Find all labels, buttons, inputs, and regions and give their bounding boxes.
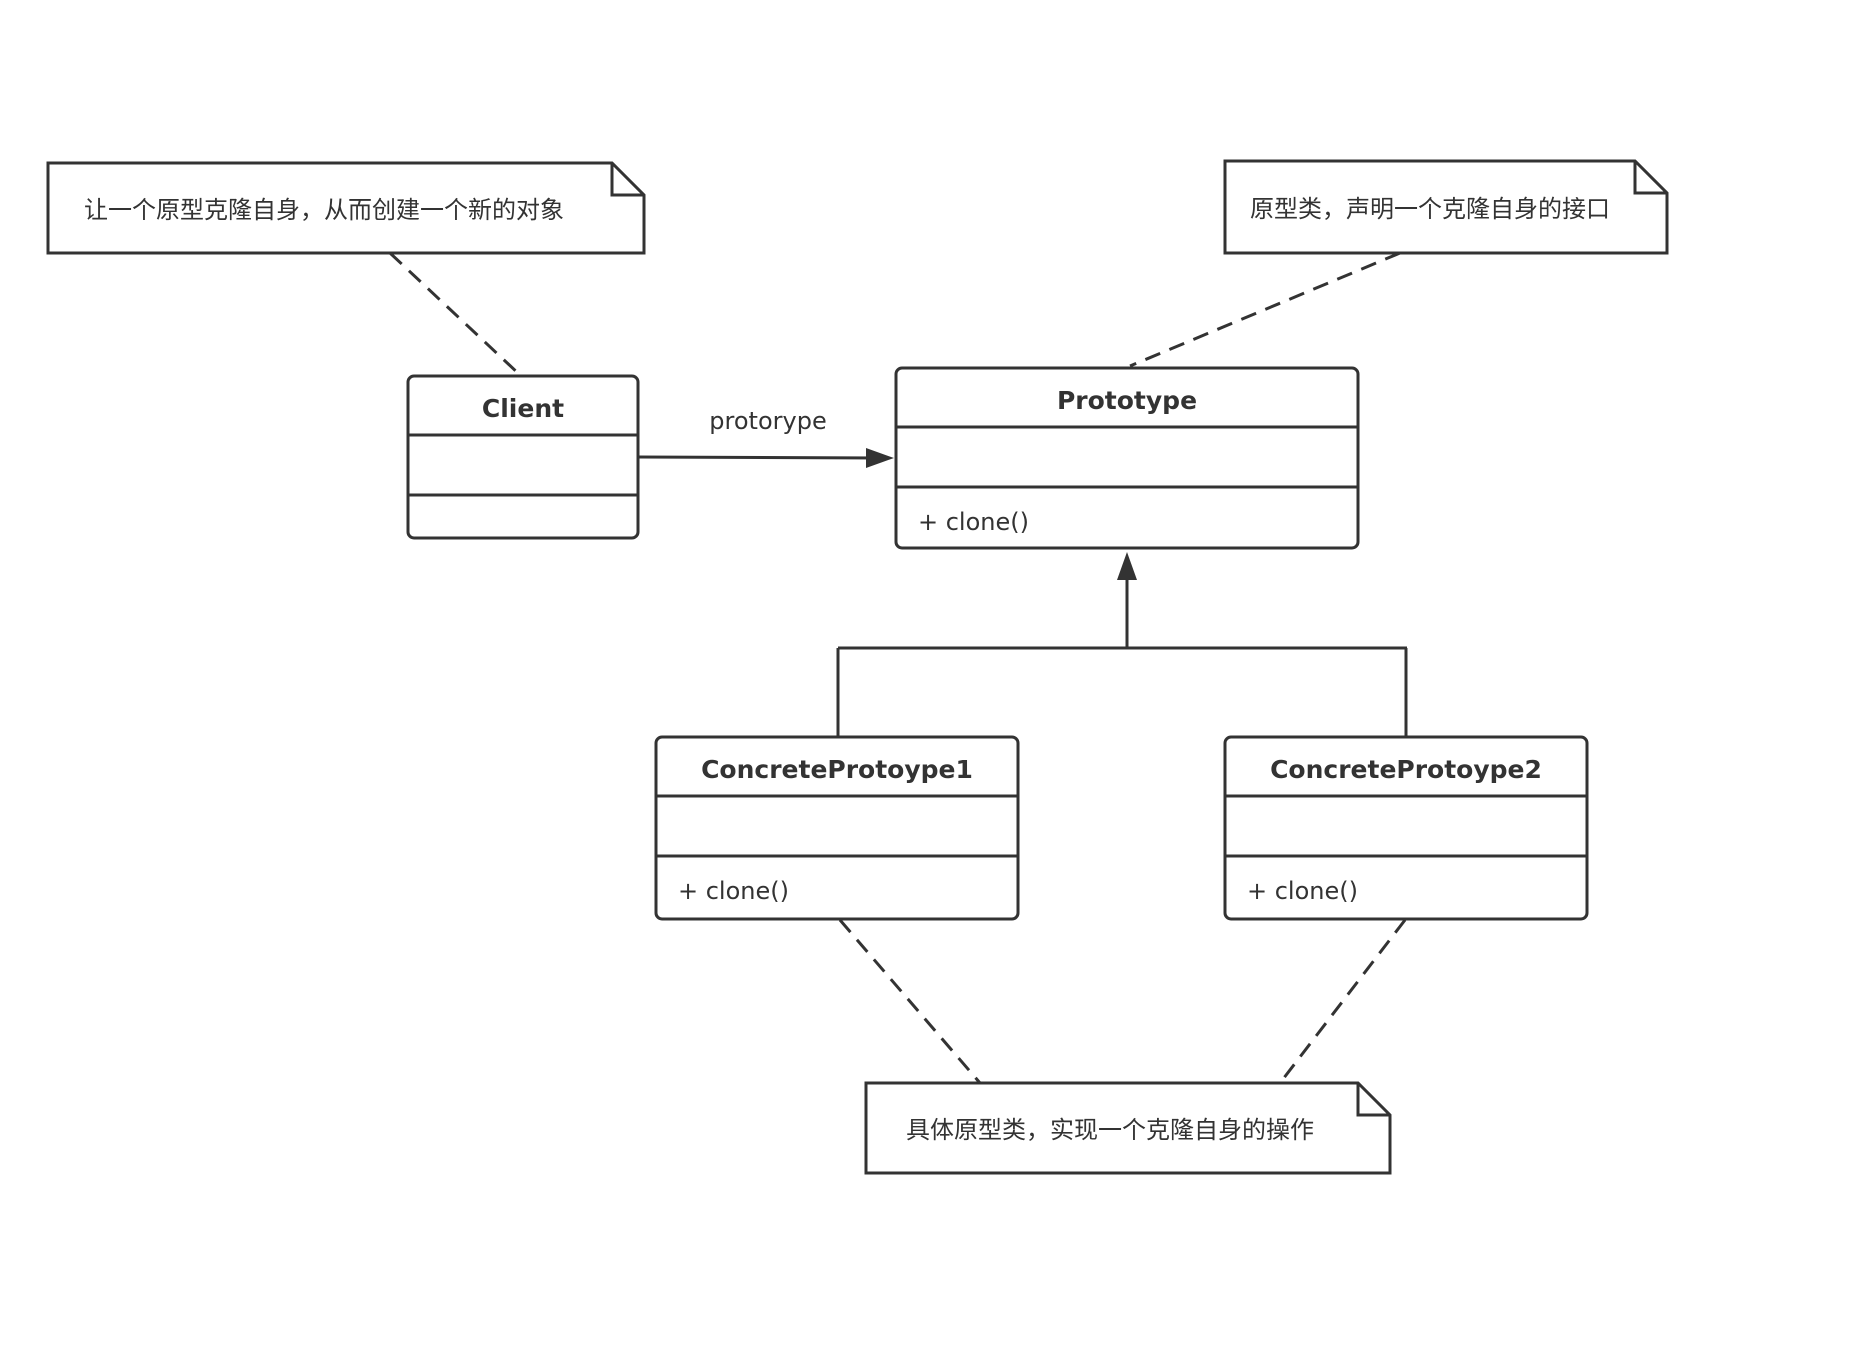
note-link-client [388, 251, 522, 377]
class-prototype-method: + clone() [918, 508, 1029, 536]
note-client-text: 让一个原型克隆自身，从而创建一个新的对象 [84, 196, 564, 224]
note-link-concrete2 [1278, 919, 1407, 1084]
note-prototype-text: 原型类，声明一个克隆自身的接口 [1250, 195, 1610, 223]
association-arrowhead [866, 448, 894, 468]
generalization-tree [836, 552, 1408, 737]
generalization-arrowhead [1117, 552, 1137, 580]
note-client: 让一个原型克隆自身，从而创建一个新的对象 [46, 161, 646, 255]
class-concrete1-name: ConcreteProtoype1 [701, 755, 973, 784]
association-client-prototype: protorype [637, 407, 894, 468]
class-client-name: Client [482, 394, 564, 423]
class-concrete2: ConcreteProtoype2 + clone() [1223, 735, 1589, 921]
class-concrete2-name: ConcreteProtoype2 [1270, 755, 1542, 784]
note-link-concrete1 [838, 919, 982, 1084]
association-label: protorype [709, 407, 826, 435]
note-link-prototype [1129, 251, 1401, 368]
class-concrete2-method: + clone() [1247, 877, 1358, 905]
class-client: Client [406, 374, 640, 540]
class-prototype: Prototype + clone() [894, 366, 1360, 550]
class-prototype-name: Prototype [1057, 386, 1197, 415]
note-concrete: 具体原型类，实现一个克隆自身的操作 [864, 1081, 1392, 1175]
note-concrete-text: 具体原型类，实现一个克隆自身的操作 [906, 1116, 1314, 1144]
class-concrete1: ConcreteProtoype1 + clone() [654, 735, 1020, 921]
note-prototype: 原型类，声明一个克隆自身的接口 [1223, 159, 1669, 255]
class-concrete1-method: + clone() [678, 877, 789, 905]
